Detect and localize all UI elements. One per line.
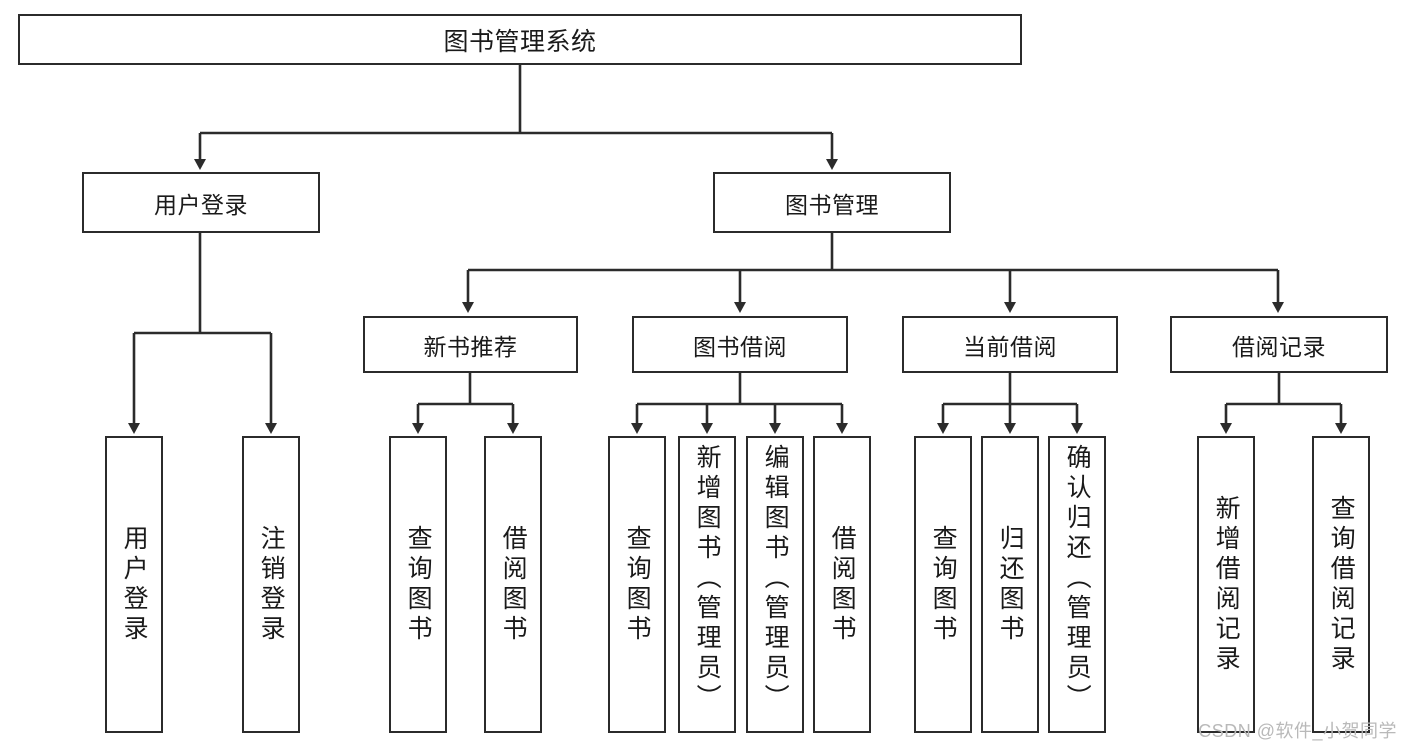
node-label: 新增图书（管理员） — [693, 444, 722, 714]
node-label: 当前借阅 — [963, 333, 1057, 360]
node-label: 新增借阅记录 — [1212, 494, 1241, 675]
node-label: 查询借阅记录 — [1327, 494, 1356, 675]
watermark: CSDN @软件_小贺同学 — [1198, 721, 1397, 741]
node-label: 图书管理 — [785, 191, 879, 218]
leaf-logout-login[interactable]: 注销登录 — [242, 436, 300, 733]
leaf-add-borrow-record[interactable]: 新增借阅记录 — [1197, 436, 1255, 733]
leaf-query-book-borrow[interactable]: 查询图书 — [608, 436, 666, 733]
node-book-borrow[interactable]: 图书借阅 — [632, 316, 848, 373]
node-new-book-recommend[interactable]: 新书推荐 — [363, 316, 578, 373]
node-label: 用户登录 — [154, 191, 248, 218]
leaf-return-book[interactable]: 归还图书 — [981, 436, 1039, 733]
node-label: 编辑图书（管理员） — [761, 444, 790, 714]
leaf-borrow-book-recommend[interactable]: 借阅图书 — [484, 436, 542, 733]
node-label: 注销登录 — [257, 524, 286, 645]
leaf-edit-book[interactable]: 编辑图书（管理员） — [746, 436, 804, 733]
leaf-confirm-return[interactable]: 确认归还（管理员） — [1048, 436, 1106, 733]
node-current-borrow[interactable]: 当前借阅 — [902, 316, 1118, 373]
node-label: 图书管理系统 — [443, 27, 597, 56]
leaf-add-book[interactable]: 新增图书（管理员） — [678, 436, 736, 733]
node-label: 查询图书 — [623, 524, 652, 645]
leaf-query-book-current[interactable]: 查询图书 — [914, 436, 972, 733]
node-label: 确认归还（管理员） — [1063, 444, 1092, 714]
node-label: 借阅图书 — [499, 524, 528, 645]
node-label: 借阅图书 — [828, 524, 857, 645]
node-label: 查询图书 — [404, 524, 433, 645]
node-label: 借阅记录 — [1232, 333, 1326, 360]
leaf-query-borrow-record[interactable]: 查询借阅记录 — [1312, 436, 1370, 733]
node-label: 用户登录 — [120, 524, 149, 645]
node-root-system[interactable]: 图书管理系统 — [18, 14, 1022, 65]
node-borrow-record[interactable]: 借阅记录 — [1170, 316, 1388, 373]
leaf-borrow-book[interactable]: 借阅图书 — [813, 436, 871, 733]
node-user-login[interactable]: 用户登录 — [82, 172, 320, 233]
node-label: 新书推荐 — [423, 333, 518, 360]
node-book-management[interactable]: 图书管理 — [713, 172, 951, 233]
leaf-user-login[interactable]: 用户登录 — [105, 436, 163, 733]
leaf-query-book-recommend[interactable]: 查询图书 — [389, 436, 447, 733]
node-label: 图书借阅 — [693, 333, 787, 360]
node-label: 归还图书 — [996, 524, 1025, 645]
node-label: 查询图书 — [929, 524, 958, 645]
